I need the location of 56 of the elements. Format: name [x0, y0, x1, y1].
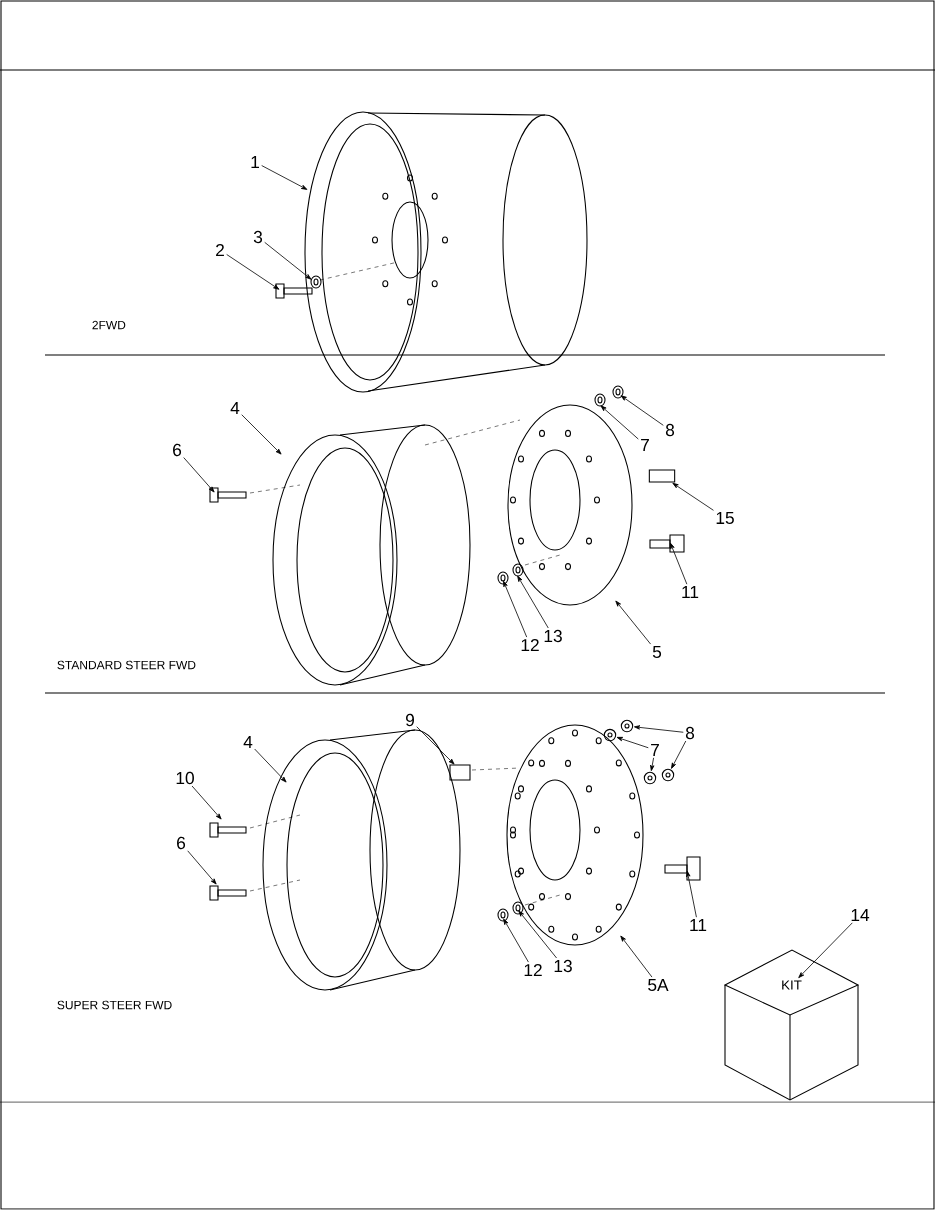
leader-line [254, 748, 287, 783]
leader-line [261, 165, 308, 190]
callout-number: 14 [851, 909, 870, 921]
pin-drawing [648, 469, 676, 483]
callout-number: 6 [177, 836, 186, 850]
leader-line [187, 850, 217, 885]
leader-line [226, 254, 280, 290]
leader-line [183, 457, 215, 493]
nut-drawing [661, 768, 675, 782]
callout-number: 8 [665, 423, 675, 437]
callout-number: 10 [176, 771, 194, 785]
callout-number: 3 [253, 230, 263, 244]
leader-line [620, 935, 653, 978]
nut-drawing [603, 728, 617, 742]
callout-number: 11 [682, 586, 699, 598]
callout-number: 2 [216, 243, 224, 257]
callout-number: 4 [243, 736, 253, 748]
leader-line [517, 575, 549, 629]
callout-number: 15 [716, 511, 734, 525]
callout-number: 9 [406, 713, 414, 727]
leader-line [650, 757, 655, 772]
panel-label: SUPER STEER FWD [57, 1000, 172, 1010]
leader-line [620, 395, 664, 426]
panel-label: 2FWD [92, 320, 126, 330]
callout-number: 12 [521, 638, 539, 652]
callout-number: 4 [230, 402, 240, 414]
nut-drawing [643, 771, 657, 785]
leader-line [616, 736, 649, 749]
callout-number: 12 [524, 963, 542, 977]
callout-number: 6 [173, 443, 182, 457]
leader-line [416, 726, 455, 765]
leader-line [670, 542, 688, 585]
callout-number: 1 [251, 156, 259, 168]
nut-drawing [620, 719, 634, 733]
leader-line [503, 918, 529, 963]
leader-line [503, 580, 528, 638]
leader-line [798, 922, 853, 979]
panel-label: STANDARD STEER FWD [57, 660, 196, 670]
leader-line [615, 600, 651, 645]
callout-number: 8 [685, 726, 695, 740]
leader-line [518, 910, 557, 959]
leader-line [671, 740, 687, 769]
callout-number: 5 [652, 645, 662, 659]
leader-line [686, 870, 697, 918]
leader-line [634, 725, 684, 733]
leader-line [264, 241, 312, 280]
leader-line [191, 785, 222, 820]
callout-number: 13 [554, 959, 572, 973]
callout-number: 13 [544, 629, 562, 643]
callout-number: 7 [651, 744, 659, 756]
callout-number: 5A [648, 978, 669, 992]
leader-line [672, 482, 714, 511]
callout-number: 11 [690, 919, 707, 931]
callout-number: 7 [641, 439, 649, 451]
leader-line [241, 414, 282, 455]
leader-line [600, 405, 639, 440]
